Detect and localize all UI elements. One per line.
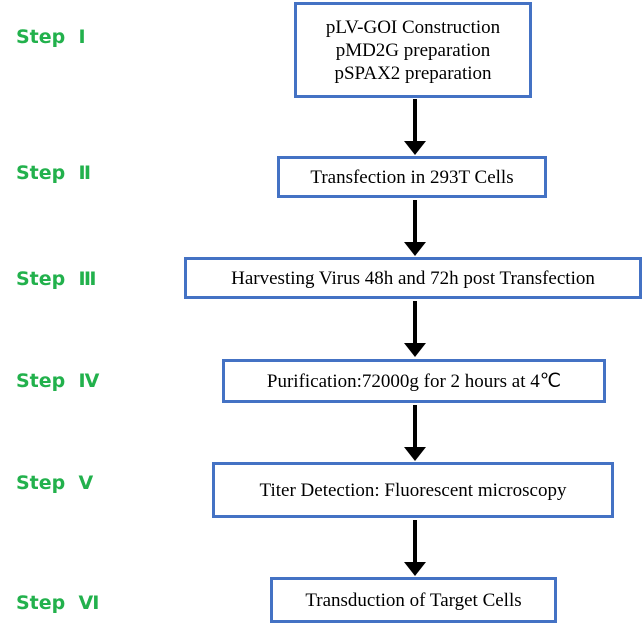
step-4-line-1: Purification:72000g for 2 hours at 4℃ <box>266 370 562 392</box>
arrow-2-to-3 <box>404 200 426 256</box>
step-5-line-1: Titer Detection: Fluorescent microscopy <box>259 479 567 501</box>
step-5-label: Step Ⅴ <box>16 472 94 494</box>
step-4-box: Purification:72000g for 2 hours at 4℃ <box>222 359 606 403</box>
step-2-box: Transfection in 293T Cells <box>277 156 547 198</box>
arrow-5-to-6 <box>404 520 426 576</box>
step-2-line-1: Transfection in 293T Cells <box>310 166 514 188</box>
arrow-3-to-4 <box>404 301 426 357</box>
step-1-box: pLV-GOI Construction pMD2G preparation p… <box>294 2 532 98</box>
arrow-1-to-2 <box>404 99 426 155</box>
step-6-box: Transduction of Target Cells <box>270 577 557 623</box>
step-1-label: Step Ⅰ <box>16 26 86 48</box>
step-1-line-2: pMD2G preparation <box>335 39 491 61</box>
step-3-line-1: Harvesting Virus 48h and 72h post Transf… <box>231 267 595 289</box>
step-1-line-3: pSPAX2 preparation <box>334 62 492 84</box>
step-6-label: Step Ⅵ <box>16 592 100 614</box>
step-1-line-1: pLV-GOI Construction <box>325 16 501 38</box>
arrow-4-to-5 <box>404 405 426 461</box>
step-2-label: Step Ⅱ <box>16 162 91 184</box>
step-4-label: Step Ⅳ <box>16 370 100 392</box>
step-6-line-1: Transduction of Target Cells <box>305 589 522 611</box>
step-3-label: Step Ⅲ <box>16 268 97 290</box>
step-5-box: Titer Detection: Fluorescent microscopy <box>212 462 614 518</box>
step-3-box: Harvesting Virus 48h and 72h post Transf… <box>184 257 642 299</box>
